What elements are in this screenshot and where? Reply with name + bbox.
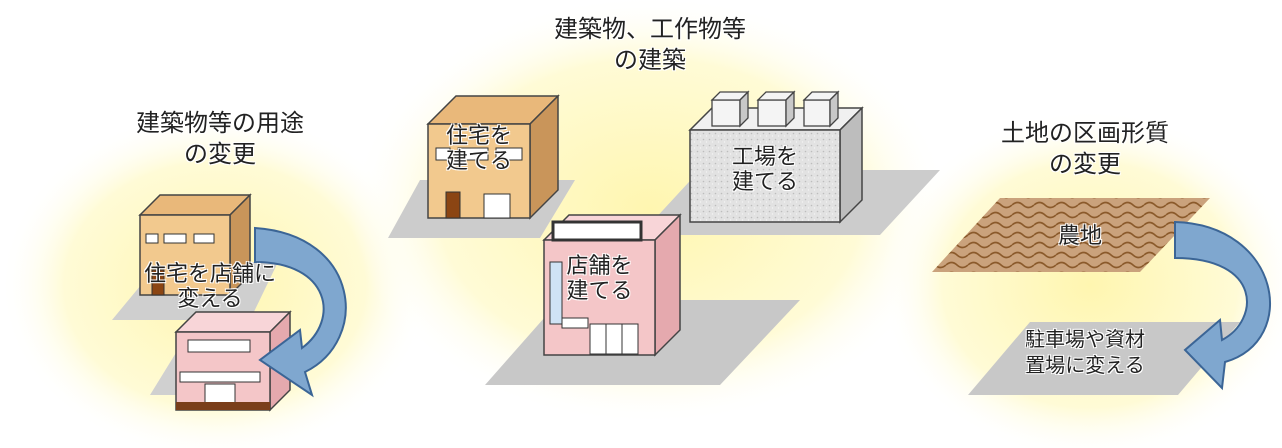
farmland-plot: [932, 198, 1210, 272]
small-house-icon: [138, 193, 252, 297]
parking-result-label: 駐車場や資材 置場に変える: [985, 326, 1185, 378]
right-section-title: 土地の区画形質 の変更: [960, 118, 1210, 180]
right-title-line2: の変更: [1049, 150, 1121, 179]
left-caption: 住宅を店舗に 変える: [110, 262, 310, 313]
center-section-title: 建築物、工作物等 の建築: [510, 14, 790, 76]
left-title-line1: 建築物等の用途: [136, 109, 304, 137]
farmland-label: 農地: [1057, 224, 1102, 249]
store-label-line1: 店舗を: [566, 254, 633, 279]
house-label-line1: 住宅を: [445, 124, 512, 149]
left-caption-line2: 変える: [177, 287, 243, 313]
left-section-title: 建築物等の用途 の変更: [95, 108, 345, 170]
center-title-line1: 建築物、工作物等: [554, 15, 746, 43]
house-icon: [426, 94, 560, 220]
house-label: 住宅を 建てる: [428, 124, 530, 175]
left-caption-line1: 住宅を店舗に: [143, 262, 276, 287]
left-title-line2: の変更: [184, 140, 256, 169]
factory-label-line2: 建てる: [731, 170, 798, 196]
center-title-line2: の建築: [614, 46, 686, 75]
result-line1: 駐車場や資材: [1025, 327, 1145, 351]
factory-label-line1: 工場を: [731, 145, 798, 170]
factory-label: 工場を 建てる: [690, 145, 840, 196]
result-line2: 置場に変える: [1025, 353, 1145, 377]
parking-lot-plot: [968, 322, 1240, 395]
factory-icon: [688, 90, 864, 224]
house-label-line2: 建てる: [445, 149, 512, 175]
store-label: 店舗を 建てる: [544, 254, 655, 305]
store-icon: [542, 213, 682, 357]
right-title-line1: 土地の区画形質: [1001, 119, 1169, 147]
curved-arrow-icon-right: [1174, 220, 1271, 391]
curved-arrow-icon: [254, 226, 347, 398]
store-label-line2: 建てる: [566, 279, 633, 305]
